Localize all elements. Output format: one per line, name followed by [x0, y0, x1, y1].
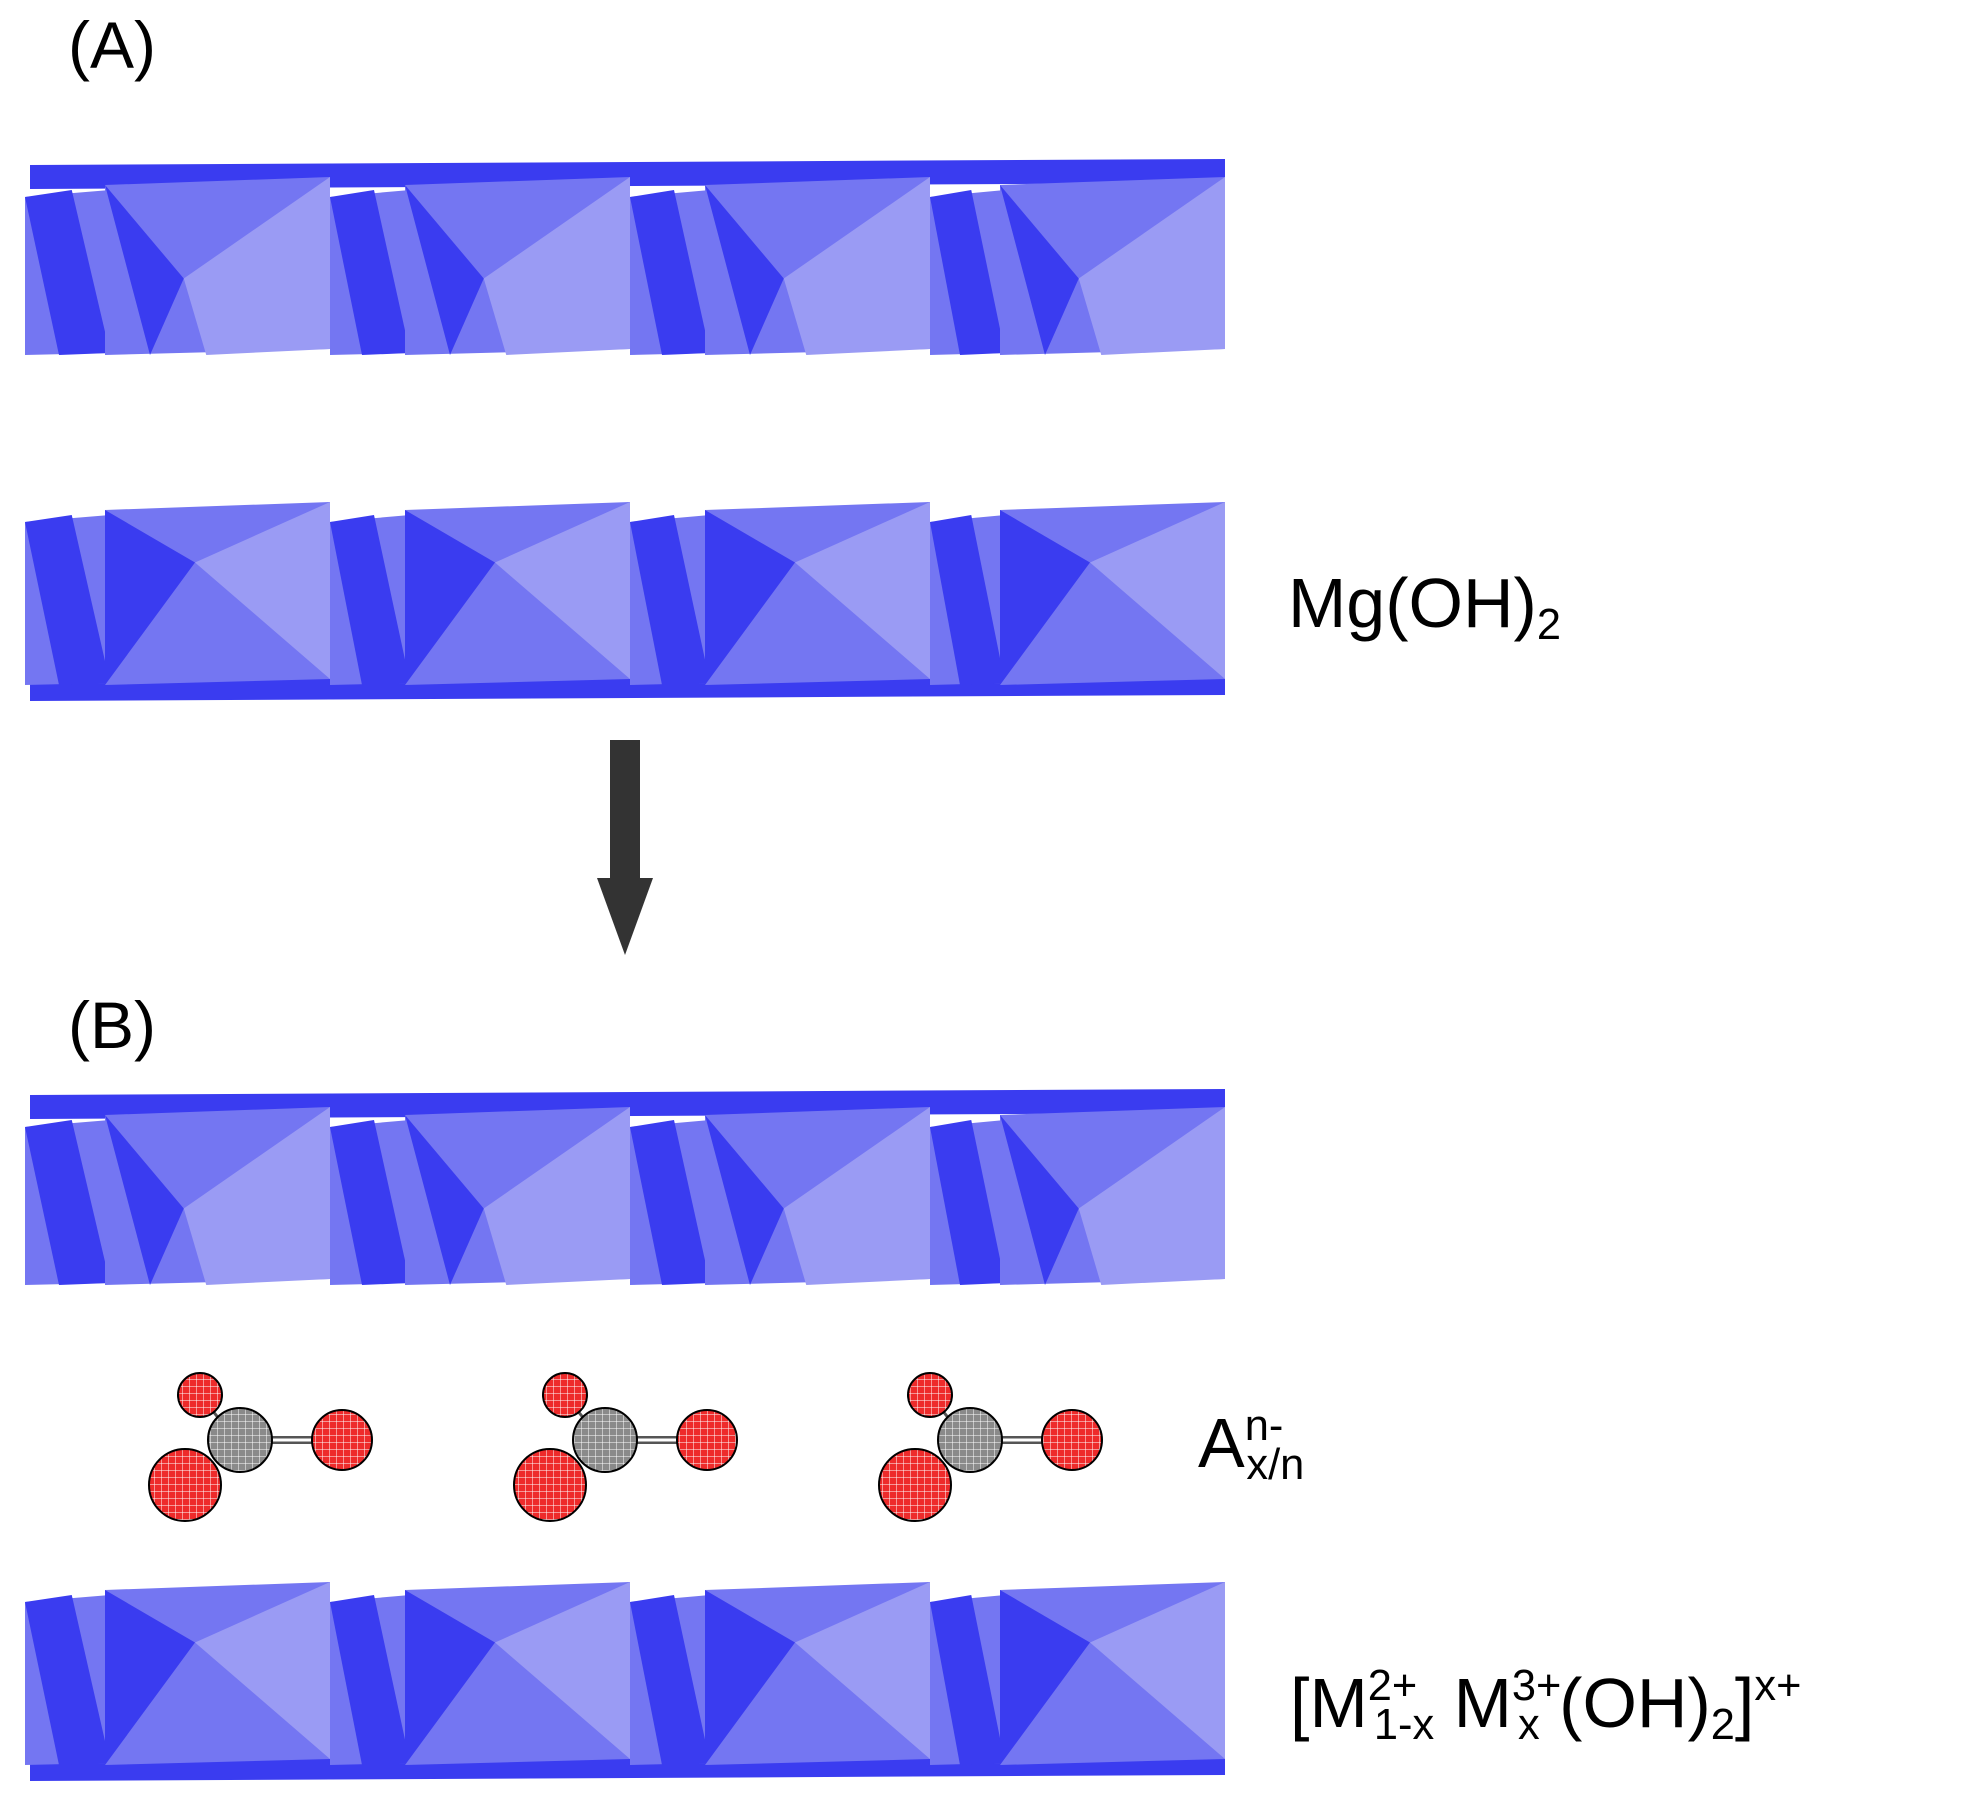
- ldh-formula-m3-charge: 3+: [1511, 1662, 1562, 1711]
- octahedron-face-dark: [705, 1590, 795, 1765]
- oxygen-atom: [311, 1409, 373, 1471]
- octahedron-face-light: [483, 177, 630, 355]
- panel-b-label: (B): [68, 988, 156, 1062]
- octahedron-face-dark: [105, 1115, 184, 1285]
- octahedron-face-dark: [405, 185, 484, 355]
- anion-formula-charge: n-: [1244, 1402, 1284, 1451]
- ldh-formula-layer-charge: x+: [1754, 1662, 1802, 1711]
- octahedron-face-light: [783, 177, 930, 355]
- carbonate-anion: [513, 1372, 738, 1522]
- oxygen-atom-large: [148, 1448, 222, 1522]
- oxygen-atom-large: [878, 1448, 952, 1522]
- carbonate-anion: [148, 1372, 373, 1522]
- ldh-formula-m2-fraction: 1-x: [1373, 1701, 1435, 1750]
- oxygen-atom-large: [513, 1448, 587, 1522]
- octahedron-face-light: [495, 1582, 630, 1759]
- small-octahedron-face: [630, 515, 710, 685]
- octahedron-face-dark: [105, 1590, 195, 1765]
- brucite-formula-sub: 2: [1536, 601, 1562, 650]
- oxygen-atom: [1041, 1409, 1103, 1471]
- ldh-formula: [M2+1-x M3+x (OH)2]x+: [1290, 1664, 1801, 1746]
- transformation-arrow: [597, 740, 653, 955]
- interlayer-anions: [148, 1372, 1103, 1522]
- small-octahedron-face: [930, 190, 1005, 355]
- octahedron-face-light: [483, 1107, 630, 1285]
- ldh-formula-oh-sub: 2: [1710, 1701, 1735, 1750]
- octahedron-face-dark: [1000, 1590, 1090, 1765]
- oxygen-atom-small: [177, 1372, 223, 1418]
- octahedron-face-dark: [1000, 510, 1090, 685]
- octahedron-face-dark: [705, 1115, 784, 1285]
- octahedron-face-light: [783, 1107, 930, 1285]
- carbon-atom: [207, 1407, 273, 1473]
- octahedron-face-light: [1090, 1582, 1225, 1759]
- octahedron-face-dark: [1000, 1115, 1079, 1285]
- carbon-atom: [937, 1407, 1003, 1473]
- ldh-formula-m2-charge: 2+: [1367, 1662, 1418, 1711]
- octahedron-face-dark: [405, 1115, 484, 1285]
- small-octahedron-face: [25, 515, 110, 685]
- brucite-formula-base: Mg(OH): [1288, 564, 1537, 642]
- panel-a-label: (A): [68, 8, 156, 82]
- oxygen-atom-small: [542, 1372, 588, 1418]
- small-octahedron-face: [930, 1120, 1005, 1285]
- brucite-formula: Mg(OH)2: [1288, 568, 1561, 647]
- anion-formula-base: A: [1198, 1404, 1245, 1482]
- octahedron-face-light: [1090, 502, 1225, 679]
- octahedron-face-light: [183, 1107, 330, 1285]
- octahedron-face-light: [1078, 177, 1225, 355]
- small-octahedron-face: [630, 1120, 710, 1285]
- octahedron-face-light: [1078, 1107, 1225, 1285]
- anion-formula: An-x/n: [1198, 1404, 1304, 1486]
- ldh-formula-oh: (OH): [1539, 1664, 1711, 1742]
- octahedron-face-dark: [705, 510, 795, 685]
- small-octahedron-face: [630, 190, 710, 355]
- ldh-formula-open: [M: [1290, 1664, 1368, 1742]
- small-octahedron-face: [930, 1595, 1005, 1765]
- small-octahedron-face: [25, 1595, 110, 1765]
- octahedron-face-light: [195, 1582, 330, 1759]
- octahedron-face-light: [795, 1582, 930, 1759]
- ldh-formula-m3: M: [1434, 1664, 1512, 1742]
- oxygen-atom: [676, 1409, 738, 1471]
- octahedron-face-dark: [405, 510, 495, 685]
- octahedron-face-light: [195, 502, 330, 679]
- octahedron-face-light: [495, 502, 630, 679]
- anion-formula-sub: x/n: [1246, 1441, 1305, 1490]
- small-octahedron-face: [25, 190, 110, 355]
- octahedron-face-light: [183, 177, 330, 355]
- hydroxide-layer-a-top: [25, 159, 1225, 355]
- hydroxide-layer-b-bottom: [25, 1582, 1225, 1781]
- octahedron-face-dark: [105, 185, 184, 355]
- octahedron-face-dark: [1000, 185, 1079, 355]
- small-octahedron-face: [25, 1120, 110, 1285]
- small-octahedron-face: [330, 190, 410, 355]
- small-octahedron-face: [930, 515, 1005, 685]
- small-octahedron-face: [330, 1120, 410, 1285]
- ldh-formula-close: ]: [1734, 1664, 1755, 1742]
- hydroxide-layer-a-bottom: [25, 502, 1225, 701]
- octahedron-face-dark: [105, 510, 195, 685]
- small-octahedron-face: [630, 1595, 710, 1765]
- hydroxide-layer-b-top: [25, 1089, 1225, 1285]
- small-octahedron-face: [330, 1595, 410, 1765]
- octahedron-face-dark: [705, 185, 784, 355]
- octahedron-face-light: [795, 502, 930, 679]
- oxygen-atom-small: [907, 1372, 953, 1418]
- ldh-formula-m3-fraction: x: [1518, 1701, 1540, 1750]
- octahedron-face-dark: [405, 1590, 495, 1765]
- small-octahedron-face: [330, 515, 410, 685]
- carbon-atom: [572, 1407, 638, 1473]
- carbonate-anion: [878, 1372, 1103, 1522]
